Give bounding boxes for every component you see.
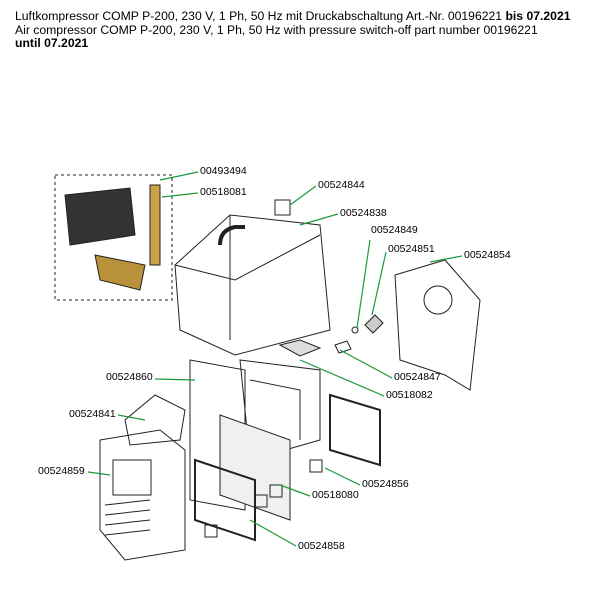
part-label: 00524849: [371, 224, 418, 236]
filter-grille-front: [194, 458, 256, 542]
motor-cover: [174, 214, 331, 356]
part-label: 00524856: [362, 478, 409, 490]
bracket: [124, 394, 186, 446]
part-label: 00518082: [386, 389, 433, 401]
title-german: Luftkompressor COMP P-200, 230 V, 1 Ph, …: [15, 9, 571, 23]
part-label: 00524858: [298, 540, 345, 552]
pressure-switch: [64, 187, 136, 246]
part-label: 00518081: [200, 186, 247, 198]
part-label: 00518080: [312, 489, 359, 501]
part-label: 00524851: [388, 243, 435, 255]
title-english: Air compressor COMP P-200, 230 V, 1 Ph, …: [15, 22, 538, 51]
document-header: Luftkompressor COMP P-200, 230 V, 1 Ph, …: [15, 9, 595, 51]
part-label: 00524844: [318, 179, 365, 191]
side-cover: [99, 429, 186, 561]
leader-lines: [87, 171, 463, 547]
part-label: 00524847: [394, 371, 441, 383]
right-cover: [394, 259, 481, 391]
part-label: 00524841: [69, 408, 116, 420]
part-label: 00524860: [106, 371, 153, 383]
part-label: 00524859: [38, 465, 85, 477]
pressure-switch-inset: [54, 174, 173, 301]
valve-fitting: [149, 184, 161, 266]
filter-grille-rear: [329, 393, 381, 467]
part-label: 00524854: [464, 249, 511, 261]
front-panel: [189, 359, 246, 511]
part-label: 00493494: [200, 165, 247, 177]
part-label: 00524838: [340, 207, 387, 219]
